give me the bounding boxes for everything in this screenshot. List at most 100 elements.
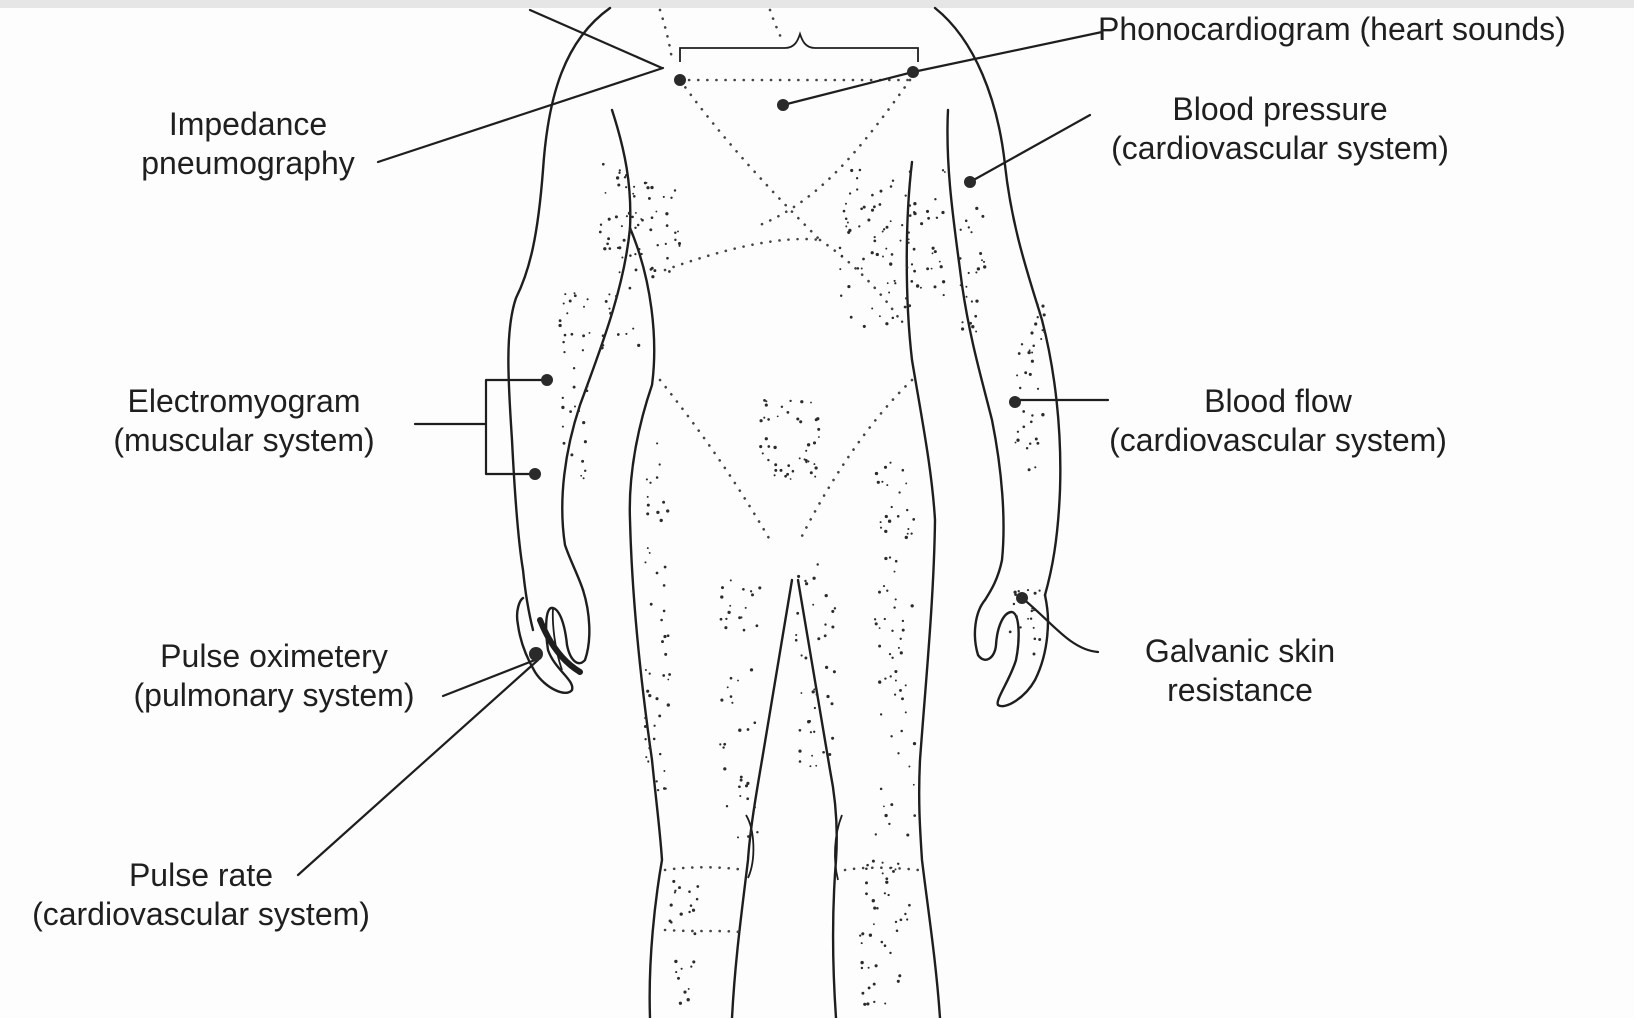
stipple-dot (1022, 425, 1025, 428)
stipple-dot (615, 295, 618, 298)
stipple-dot (666, 224, 669, 227)
stipple-dot (582, 349, 584, 351)
stipple-dot (665, 243, 667, 245)
stipple-dot (721, 586, 724, 589)
stipple-dot (1030, 331, 1033, 334)
clavicle-bracket (680, 34, 918, 62)
stipple-dot (647, 496, 649, 498)
stipple-dot (765, 437, 768, 440)
stipple-dot (874, 236, 876, 238)
stipple-dot (873, 1001, 875, 1003)
stipple-dot (810, 731, 812, 733)
stipple-dot (908, 231, 910, 233)
stipple-dot (678, 886, 681, 889)
stipple-dot (670, 904, 673, 907)
stipple-dot (849, 192, 851, 194)
stipple-dot (632, 193, 634, 195)
stipple-dot (880, 190, 883, 193)
label-galvanic-skin-line1: Galvanic skin (1100, 632, 1380, 671)
stipple-dot (1029, 349, 1031, 351)
stipple-dot (774, 474, 776, 476)
stipple-dot (1036, 303, 1038, 305)
stipple-dot (895, 680, 897, 682)
stipple-dot (796, 417, 799, 420)
stipple-dot (668, 270, 671, 273)
stipple-dot (865, 881, 868, 884)
stipple-dot (692, 909, 695, 912)
stipple-dot (879, 627, 881, 629)
stipple-dot (660, 619, 663, 622)
stipple-dot (861, 932, 864, 935)
stipple-dot (828, 753, 831, 756)
stipple-dot (562, 426, 564, 428)
stipple-dot (880, 527, 882, 529)
stipple-dot (608, 293, 610, 295)
stipple-dot (656, 442, 658, 444)
stipple-dot (875, 472, 878, 475)
stipple-dot (602, 334, 605, 337)
stipple-dot (908, 242, 910, 244)
stipple-dot (888, 823, 890, 825)
stipple-dot (817, 637, 820, 640)
stipple-dot (908, 766, 910, 768)
stipple-dot (813, 688, 815, 690)
stipple-shading (558, 163, 1045, 1006)
stipple-dot (763, 417, 765, 419)
stipple-dot (693, 932, 696, 935)
stipple-dot (881, 941, 884, 944)
stipple-dot (909, 214, 912, 217)
stipple-dot (586, 389, 589, 392)
stipple-dot (902, 629, 905, 632)
pulse-oximeter-sensor-dot (529, 647, 543, 661)
stipple-dot (873, 205, 876, 208)
stipple-dot (738, 729, 741, 732)
stipple-dot (936, 217, 938, 219)
stipple-dot (906, 833, 909, 836)
stipple-dot (890, 675, 892, 677)
stipple-dot (739, 795, 741, 797)
stipple-dot (688, 988, 690, 990)
stipple-dot (781, 406, 783, 408)
stipple-dot (884, 814, 887, 817)
stipple-dot (606, 242, 609, 245)
stipple-dot (650, 603, 653, 606)
stipple-dot (774, 469, 777, 472)
stipple-dot (603, 247, 606, 250)
stipple-dot (926, 210, 929, 213)
stipple-dot (892, 317, 895, 320)
stipple-dot (1029, 373, 1032, 376)
stipple-dot (885, 881, 888, 884)
stipple-dot (931, 268, 933, 270)
stipple-dot (959, 257, 962, 260)
stipple-dot (605, 192, 607, 194)
stipple-dot (809, 720, 812, 723)
stipple-dot (679, 1002, 682, 1005)
stipple-dot (1022, 410, 1025, 413)
stipple-dot (879, 203, 882, 206)
stipple-dot (867, 218, 870, 221)
stipple-dot (767, 459, 769, 461)
stipple-dot (1037, 388, 1039, 390)
pulse-oximetery-leader (443, 660, 535, 696)
stipple-dot (644, 738, 646, 740)
stipple-dot (831, 610, 834, 613)
stipple-dot (664, 653, 667, 656)
stipple-dot (916, 284, 919, 287)
stipple-dot (904, 913, 906, 915)
stipple-dot (649, 482, 651, 484)
stipple-dot (787, 411, 790, 414)
stipple-dot (894, 282, 896, 284)
stipple-dot (564, 334, 567, 337)
stipple-dot (908, 238, 910, 240)
stipple-dot (885, 248, 887, 250)
stipple-dot (942, 280, 945, 283)
stipple-dot (871, 209, 874, 212)
stipple-dot (563, 442, 566, 445)
stipple-dot (632, 328, 634, 330)
stipple-dot (841, 255, 843, 257)
stipple-dot (807, 443, 810, 446)
stipple-dot (566, 312, 568, 314)
stipple-dot (1028, 468, 1031, 471)
stipple-dot (656, 511, 659, 514)
label-impedance-pneumography-line1: Impedance (108, 105, 388, 144)
